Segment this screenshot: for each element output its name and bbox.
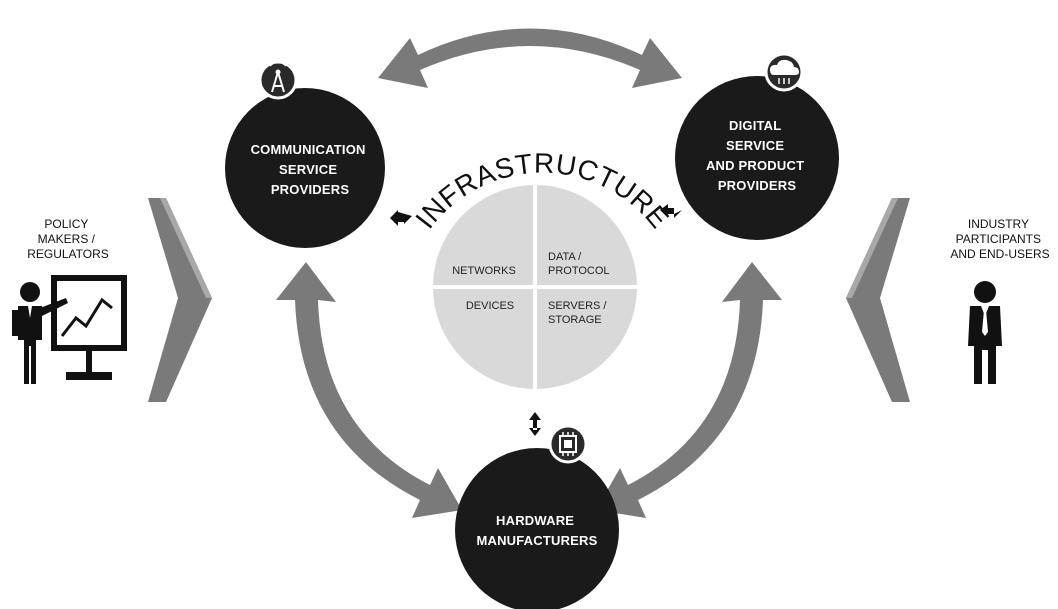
communication-node: COMMUNICATION SERVICE PROVIDERS bbox=[225, 55, 385, 248]
quadrant-networks: NETWORKS bbox=[452, 265, 516, 277]
cloud-icon bbox=[764, 52, 804, 92]
connector-right-icon bbox=[660, 204, 682, 218]
infrastructure-core: INFRASTRUCTURE NETWORKS DATA / PROTOCOL … bbox=[409, 148, 675, 389]
communication-disc bbox=[225, 88, 385, 248]
quadrant-devices: DEVICES bbox=[466, 300, 514, 312]
digital-node: DIGITAL SERVICE AND PRODUCT PROVIDERS bbox=[675, 52, 839, 240]
chip-icon bbox=[548, 424, 588, 464]
digital-disc bbox=[675, 76, 839, 240]
arrows-layer bbox=[148, 28, 910, 518]
hardware-node: HARDWARE MANUFACTURERS bbox=[455, 424, 619, 609]
quadrant-servers-storage: SERVERS / STORAGE bbox=[548, 300, 610, 326]
left-chevron bbox=[148, 198, 212, 402]
businessman-icon bbox=[968, 281, 1002, 384]
policy-makers-group: POLICY MAKERS / REGULATORS bbox=[12, 217, 127, 384]
industry-participants-label: INDUSTRY PARTICIPANTS AND END-USERS bbox=[950, 217, 1049, 261]
quadrant-data-protocol: DATA / PROTOCOL bbox=[548, 251, 610, 277]
presenter-icon bbox=[12, 275, 127, 384]
digital-label: DIGITAL SERVICE AND PRODUCT PROVIDERS bbox=[706, 118, 808, 193]
antenna-icon bbox=[258, 55, 298, 100]
top-curved-arrow bbox=[378, 28, 682, 88]
right-chevron bbox=[846, 198, 910, 402]
hardware-disc bbox=[455, 448, 619, 609]
industry-participants-group: INDUSTRY PARTICIPANTS AND END-USERS bbox=[950, 217, 1050, 384]
communication-label: COMMUNICATION SERVICE PROVIDERS bbox=[251, 142, 370, 197]
hardware-label: HARDWARE MANUFACTURERS bbox=[476, 513, 597, 548]
connector-left-icon bbox=[390, 210, 412, 226]
connector-arrows bbox=[390, 204, 682, 436]
left-curved-arrow bbox=[276, 262, 462, 518]
right-curved-arrow bbox=[596, 262, 782, 518]
connector-bottom-icon bbox=[529, 412, 541, 436]
policy-makers-label: POLICY MAKERS / REGULATORS bbox=[27, 217, 109, 261]
left-chevron-shade bbox=[160, 198, 212, 298]
right-chevron-shade bbox=[846, 198, 898, 298]
